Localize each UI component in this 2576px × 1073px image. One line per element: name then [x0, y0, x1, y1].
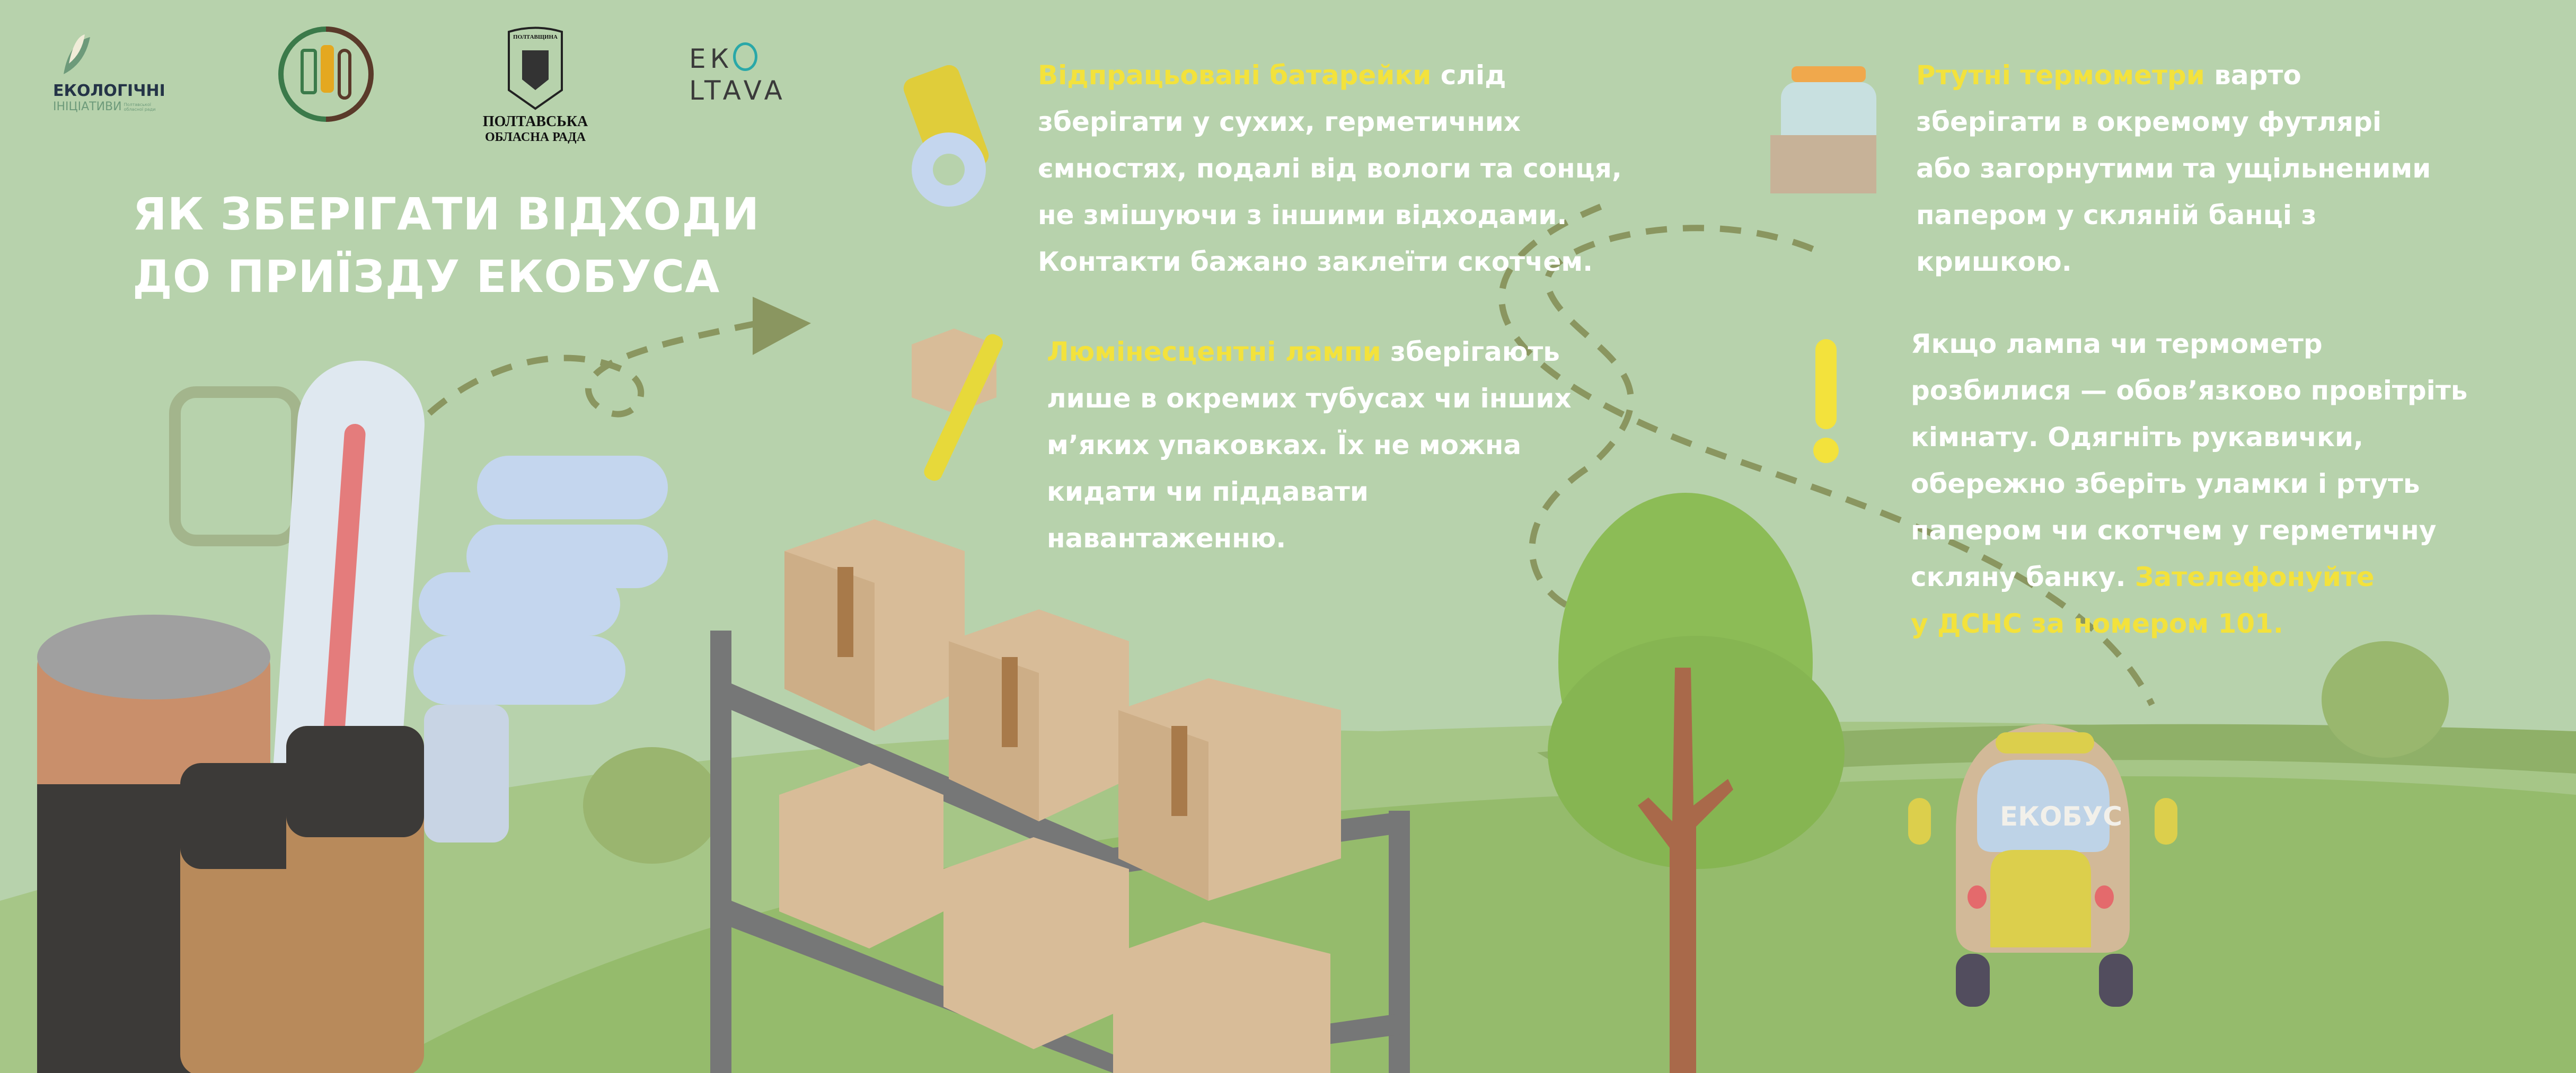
- text-line: кімнату. Одягніть рукавички,: [1911, 422, 2364, 453]
- lamps-info: Люмінесцентні лампи зберігають лише в ок…: [1047, 329, 1572, 562]
- emergency-number: у ДСНС за номером 101.: [1911, 608, 2283, 639]
- call-highlight: Зателефонуйте: [2134, 562, 2375, 592]
- text-line: варто: [2204, 60, 2301, 91]
- bus-label: ЕКОБУС: [2000, 801, 2122, 832]
- broken-item-info: Якщо лампа чи термометр розбилися — обов…: [1911, 321, 2467, 647]
- text-line: кришкою.: [1916, 246, 2072, 277]
- text-line: або загорнутими та ущільненими: [1916, 153, 2431, 184]
- dashed-route: [1498, 203, 2155, 706]
- logo-eco-line2: ІНІЦІАТИВИ: [53, 100, 122, 113]
- text-line: скляну банку.: [1911, 562, 2135, 592]
- logo-ekoltava[interactable]: ЕК LTAVA: [689, 42, 787, 107]
- ekoltava-line1: ЕК: [689, 43, 734, 74]
- bush-icon: [2322, 641, 2449, 758]
- text-line: зберігати у сухих, герметичних: [1038, 107, 1521, 137]
- title-line1: ЯК ЗБЕРІГАТИ ВІДХОДИ: [133, 188, 760, 240]
- text-line: лише в окремих тубусах чи інших: [1047, 383, 1572, 414]
- thermometers-highlight: Ртутні термометри: [1916, 60, 2205, 91]
- dashed-route: [427, 315, 786, 418]
- logo-eco-line3: Полтавської обласної ради: [123, 102, 156, 112]
- coat-of-arms: ПОЛТАВЩИНА: [504, 26, 567, 111]
- text-line: Якщо лампа чи термометр: [1911, 329, 2323, 359]
- text-line: папером у скляній банці з: [1916, 200, 2317, 230]
- recycle-logo-icon[interactable]: [276, 26, 376, 122]
- logo-eco-line1: ЕКОЛОГІЧНІ: [53, 82, 165, 100]
- text-line: папером чи скотчем у герметичну: [1911, 515, 2437, 546]
- text-line: кидати чи піддавати: [1047, 476, 1369, 507]
- box-knife-icon: [912, 329, 1003, 481]
- lamps-highlight: Люмінесцентні лампи: [1047, 336, 1381, 367]
- text-line: навантаженню.: [1047, 523, 1286, 554]
- route-arrow-icon: [753, 297, 811, 355]
- council-line2: ОБЛАСНА РАДА: [484, 130, 586, 144]
- text-line: слід: [1431, 60, 1506, 91]
- council-line1: ПОЛТАВСЬКА: [482, 113, 588, 130]
- shelf: [710, 631, 1410, 1073]
- jar-icon: [1770, 66, 1876, 193]
- text-line: Контакти бажано заклеїти скотчем.: [1038, 246, 1593, 277]
- ekoltava-line2: LTAVA: [689, 75, 787, 106]
- tree-trunk: [1638, 668, 1733, 1073]
- battery-tape-icon: [903, 65, 989, 207]
- text-line: зберігати в окремому футлярі: [1916, 107, 2382, 137]
- text-line: зберігають: [1381, 336, 1560, 367]
- title-line2: ДО ПРИЇЗДУ ЕКОБУСА: [133, 251, 720, 303]
- logo-poltava-council[interactable]: ПОЛТАВЩИНА ПОЛТАВСЬКА ОБЛАСНА РАДА: [466, 26, 604, 145]
- batteries-info: Відпрацьовані батарейки слід зберігати у…: [1038, 52, 1622, 285]
- globe-icon: [733, 42, 758, 71]
- text-line: обережно зберіть уламки і ртуть: [1911, 468, 2420, 499]
- page-title: ЯК ЗБЕРІГАТИ ВІДХОДИ ДО ПРИЇЗДУ ЕКОБУСА: [133, 183, 760, 308]
- text-line: не змішуючи з іншими відходами.: [1038, 200, 1567, 230]
- warning-icon: [1813, 339, 1839, 463]
- faint-bus-icon: [169, 386, 303, 546]
- text-line: розбилися — обов’язково провітріть: [1911, 375, 2468, 406]
- logo-eco-initiatives[interactable]: ЕКОЛОГІЧНІ ІНІЦІАТИВИ Полтавської обласн…: [53, 32, 180, 113]
- batteries-illustration: [37, 615, 424, 1073]
- dashed-route: [1529, 225, 1814, 618]
- thermometers-info: Ртутні термометри варто зберігати в окре…: [1916, 52, 2431, 285]
- text-line: ємностях, подалі від вологи та сонця,: [1038, 153, 1622, 184]
- boxes: [779, 519, 1341, 1073]
- batteries-highlight: Відпрацьовані батарейки: [1038, 60, 1432, 91]
- bush-icon: [583, 747, 721, 864]
- coat-of-arms-icon: [508, 26, 563, 110]
- ekobus-illustration: [1908, 724, 2177, 1007]
- thermometer-illustration: [272, 360, 425, 837]
- lamp-illustration: [413, 456, 668, 843]
- text-line: м’яких упаковках. Їх не можна: [1047, 430, 1522, 460]
- emblem-text: ПОЛТАВЩИНА: [513, 34, 558, 40]
- dove-icon: [64, 34, 90, 74]
